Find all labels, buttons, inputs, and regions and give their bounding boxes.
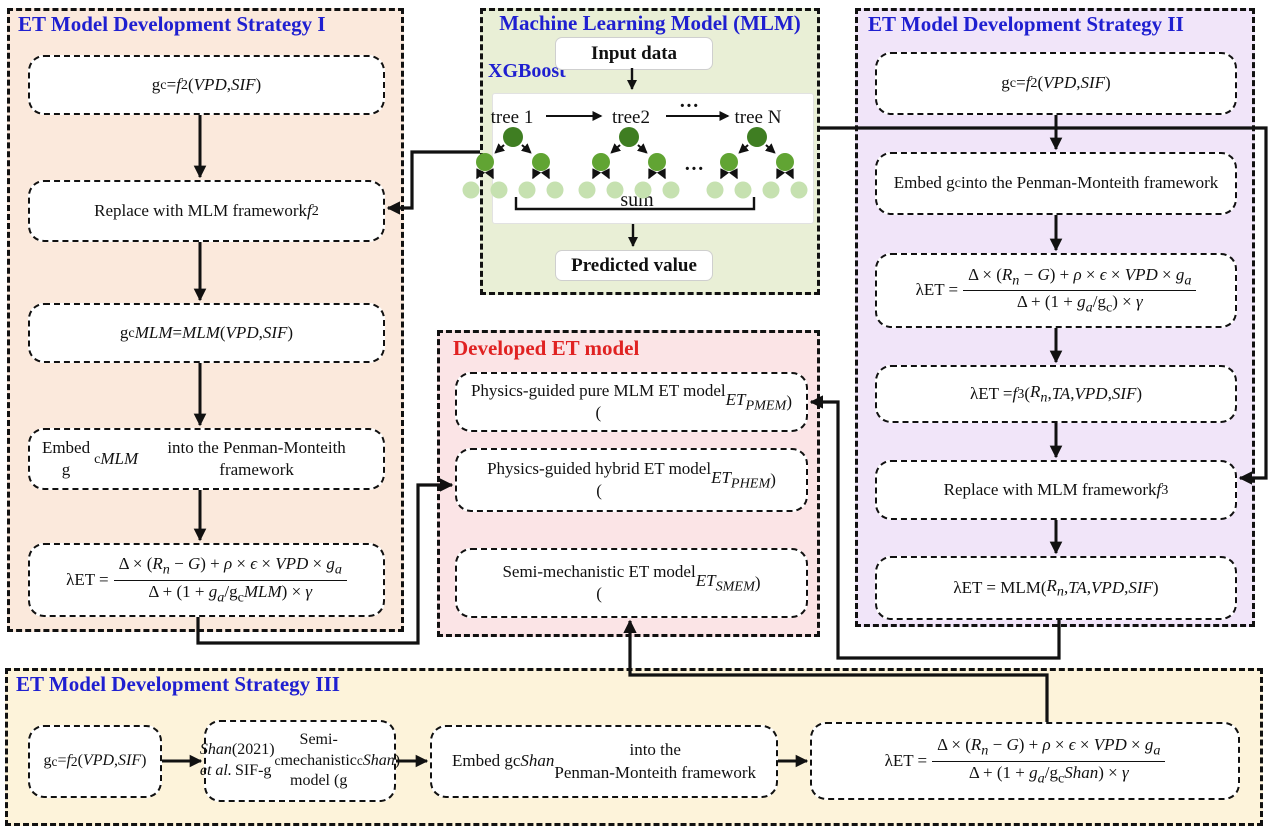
developed-et-model-title: Developed ET model: [453, 336, 640, 360]
dev-box-smem: Semi-mechanistic ET model(ETSMEM): [455, 548, 808, 618]
xgboost-trees-background: [492, 93, 814, 224]
s2-box-lambda-et-mlm: λET = MLM(Rn, TA, VPD, SIF): [875, 556, 1237, 620]
tree-node: [462, 181, 480, 199]
input-data-box: Input data: [555, 37, 713, 70]
predicted-value-box: Predicted value: [555, 250, 713, 281]
strategy-3-title: ET Model Development Strategy III: [16, 672, 340, 696]
strategy-1-title: ET Model Development Strategy I: [18, 12, 326, 36]
strategy-2-title: ET Model Development Strategy II: [868, 12, 1184, 36]
dev-box-phem: Physics-guided hybrid ET model(ETPHEM): [455, 448, 808, 512]
dev-box-pmem: Physics-guided pure MLM ET model(ETPMEM): [455, 372, 808, 432]
xgboost-label: XGBoost: [488, 60, 566, 82]
mlm-title: Machine Learning Model (MLM): [499, 11, 801, 35]
